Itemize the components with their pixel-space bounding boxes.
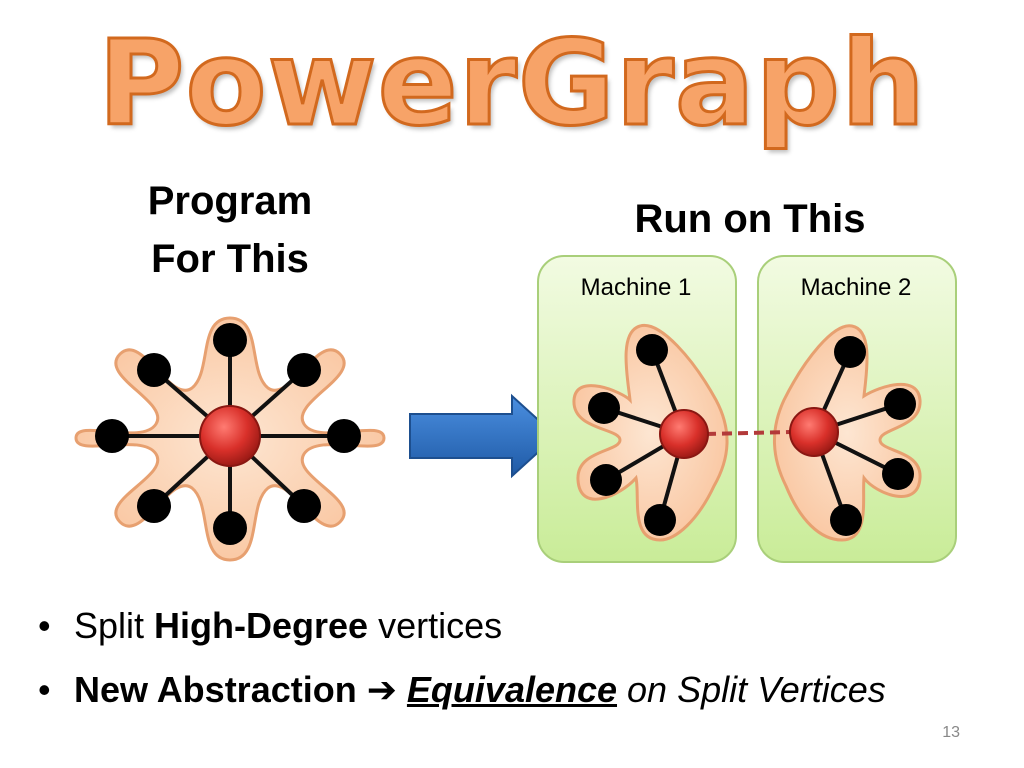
- bullet-list: • Split High-Degree vertices • New Abstrac…: [38, 594, 1018, 722]
- ghost-edge: [705, 430, 791, 436]
- leaf-vertex: [834, 336, 866, 368]
- leaf-vertex: [830, 504, 862, 536]
- page-number: 13: [942, 724, 960, 741]
- bullet-text: vertices: [368, 605, 503, 646]
- bullet-dot: •: [38, 605, 51, 646]
- machine-1-label: Machine 1: [580, 274, 692, 301]
- leaf-vertex: [636, 334, 668, 366]
- split-vertex-1: [659, 409, 709, 459]
- leaf-vertex: [590, 464, 622, 496]
- leaf-vertex: [137, 489, 171, 523]
- bullet-text: Split: [74, 605, 155, 646]
- bullet-bold-text: New Abstraction: [74, 669, 357, 710]
- leaf-vertex: [588, 392, 620, 424]
- bullet-item: • New Abstraction ➔ Equivalence on Split …: [38, 658, 1018, 722]
- bullet-dot: •: [38, 669, 51, 710]
- leaf-vertex: [213, 323, 247, 357]
- emphasis-text: Equivalence: [406, 669, 618, 710]
- leaf-vertex: [287, 489, 321, 523]
- run-heading: Run on This: [634, 197, 866, 241]
- program-heading-line2: For This: [151, 237, 309, 281]
- machine-2-blob: [773, 324, 922, 542]
- bullet-text: on Split Vertices: [617, 669, 886, 710]
- machine-1-subgraph: [572, 323, 729, 542]
- transform-arrow: [409, 393, 558, 479]
- slide-title: PowerGraph: [97, 14, 927, 152]
- leaf-vertex: [213, 511, 247, 545]
- program-heading: Program For This: [110, 172, 350, 288]
- machine-2-label: Machine 2: [800, 274, 912, 301]
- high-degree-vertex: [199, 405, 261, 467]
- leaf-vertex: [327, 419, 361, 453]
- leaf-vertex: [882, 458, 914, 490]
- leaf-vertex: [137, 353, 171, 387]
- right-arrow-icon: ➔: [366, 669, 397, 710]
- leaf-vertex: [644, 504, 676, 536]
- leaf-vertex: [884, 388, 916, 420]
- bullet-bold-text: High-Degree: [154, 605, 369, 646]
- program-heading-line1: Program: [147, 179, 313, 223]
- split-vertex-2: [789, 407, 839, 457]
- star-graph: [74, 316, 386, 562]
- bullet-item: • Split High-Degree vertices: [38, 594, 1018, 658]
- leaf-vertex: [287, 353, 321, 387]
- leaf-vertex: [95, 419, 129, 453]
